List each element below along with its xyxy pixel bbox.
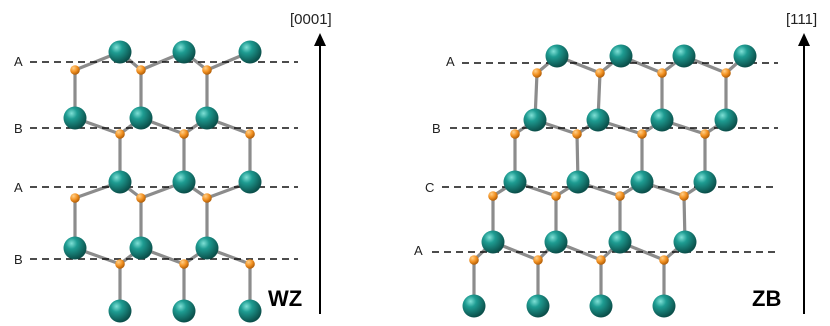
wz-axis-label: [0001] — [290, 11, 332, 28]
wz-layer-lines — [30, 61, 298, 260]
zb-axis-label: [111] — [786, 11, 817, 28]
wz-structure-label: WZ — [268, 286, 302, 311]
large-atom — [238, 40, 262, 64]
large-atom — [673, 230, 697, 254]
large-atom — [714, 108, 738, 132]
small-atom — [488, 191, 498, 201]
large-atom — [129, 236, 153, 260]
large-atom — [672, 44, 696, 68]
large-atom — [195, 236, 219, 260]
zb-layer-label-4: A — [414, 243, 423, 258]
small-atom — [596, 255, 606, 265]
small-atom — [245, 259, 255, 269]
wz-layer-label-1: A — [14, 54, 23, 69]
large-atom — [481, 230, 505, 254]
small-atom — [136, 193, 146, 203]
small-atom — [532, 68, 542, 78]
large-atom — [609, 44, 633, 68]
zb-atoms — [462, 44, 757, 318]
large-atom — [544, 230, 568, 254]
wz-bonds — [73, 50, 252, 313]
large-atom — [238, 299, 262, 323]
large-atom — [566, 170, 590, 194]
large-atom — [172, 170, 196, 194]
small-atom — [721, 68, 731, 78]
large-atom — [630, 170, 654, 194]
small-atom — [202, 65, 212, 75]
small-atom — [469, 255, 479, 265]
small-atom — [70, 193, 80, 203]
large-atom — [693, 170, 717, 194]
small-atom — [510, 129, 520, 139]
large-atom — [526, 294, 550, 318]
large-atom — [545, 44, 569, 68]
small-atom — [136, 65, 146, 75]
small-atom — [179, 259, 189, 269]
large-atom — [503, 170, 527, 194]
small-atom — [595, 68, 605, 78]
wz-layer-label-2: B — [14, 121, 23, 136]
small-atom — [615, 191, 625, 201]
large-atom — [586, 108, 610, 132]
small-atom — [115, 129, 125, 139]
large-atom — [63, 236, 87, 260]
large-atom — [172, 299, 196, 323]
small-atom — [115, 259, 125, 269]
small-atom — [202, 193, 212, 203]
small-atom — [245, 129, 255, 139]
small-atom — [551, 191, 561, 201]
zb-layer-label-2: B — [432, 121, 441, 136]
zb-structure-label: ZB — [752, 286, 781, 311]
large-atom — [108, 170, 132, 194]
small-atom — [70, 65, 80, 75]
wz-layer-label-3: A — [14, 180, 23, 195]
large-atom — [195, 106, 219, 130]
large-atom — [172, 40, 196, 64]
large-atom — [523, 108, 547, 132]
zb-layer-label-3: C — [425, 180, 434, 195]
large-atom — [238, 170, 262, 194]
wz-layer-label-4: B — [14, 252, 23, 267]
zb-layer-label-1: A — [446, 54, 455, 69]
zb-axis-arrow — [798, 33, 810, 314]
large-atom — [608, 230, 632, 254]
small-atom — [700, 129, 710, 139]
wz-axis-arrow — [314, 33, 326, 314]
small-atom — [637, 129, 647, 139]
large-atom — [129, 106, 153, 130]
zb-panel: A B C A [111] ZB — [414, 11, 817, 318]
small-atom — [533, 255, 543, 265]
small-atom — [657, 68, 667, 78]
large-atom — [733, 44, 757, 68]
wz-panel: A B A B [0001] WZ — [14, 11, 332, 323]
large-atom — [63, 106, 87, 130]
wz-atoms — [63, 40, 262, 323]
large-atom — [108, 40, 132, 64]
large-atom — [108, 299, 132, 323]
large-atom — [462, 294, 486, 318]
small-atom — [179, 129, 189, 139]
small-atom — [679, 191, 689, 201]
large-atom — [652, 294, 676, 318]
large-atom — [589, 294, 613, 318]
small-atom — [659, 255, 669, 265]
large-atom — [650, 108, 674, 132]
small-atom — [572, 129, 582, 139]
